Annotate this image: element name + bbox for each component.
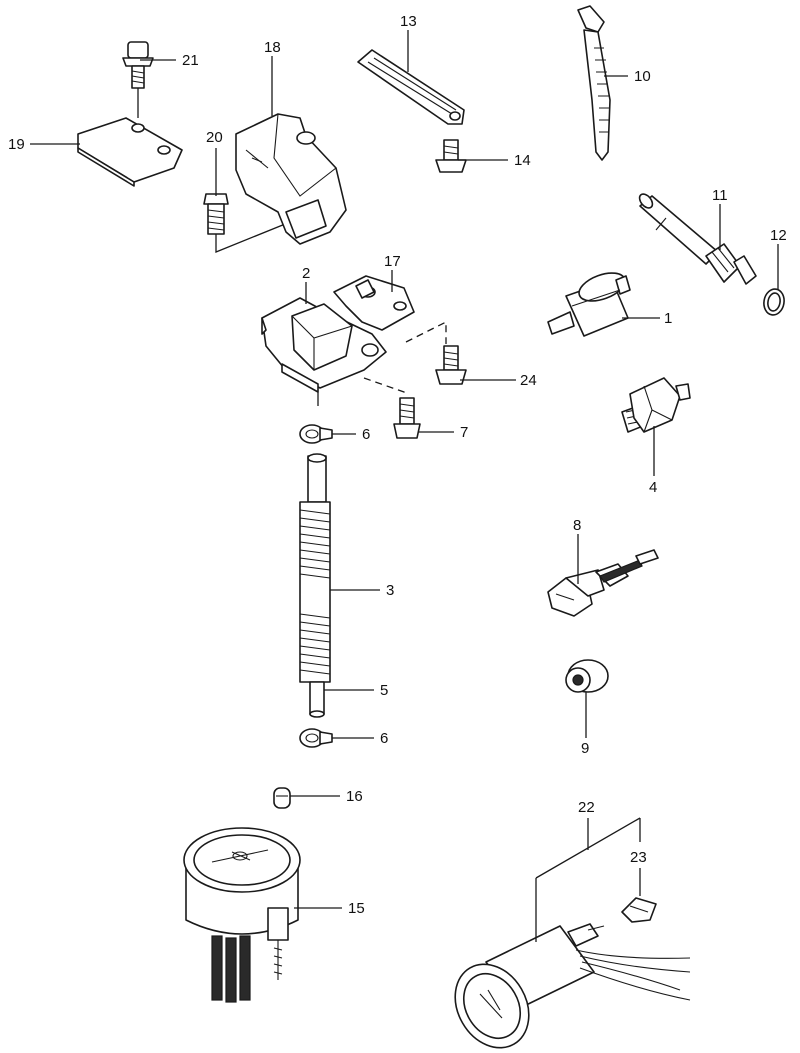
callout-13: 13 xyxy=(400,13,417,30)
hose-11 xyxy=(638,193,757,285)
callout-11: 11 xyxy=(712,187,728,204)
bulb-23 xyxy=(621,897,657,923)
callout-24: 24 xyxy=(520,372,537,389)
callout-2: 2 xyxy=(302,265,310,282)
bolt-7 xyxy=(393,397,421,439)
harness-3 xyxy=(299,453,331,683)
callout-16: 16 xyxy=(346,788,363,805)
sender-4 xyxy=(621,377,691,433)
callout-12: 12 xyxy=(770,227,787,244)
bolt-24 xyxy=(435,345,467,385)
callout-17: 17 xyxy=(384,253,401,270)
tube-5 xyxy=(309,681,325,718)
callout-22: 22 xyxy=(578,799,595,816)
callout-15: 15 xyxy=(348,900,365,917)
callout-6b: 6 xyxy=(380,730,388,747)
bulb-16 xyxy=(273,787,291,809)
clip-6 xyxy=(299,728,333,748)
clip-6 xyxy=(299,424,333,444)
callout-9: 9 xyxy=(581,740,589,757)
bolt-20 xyxy=(203,193,301,253)
callout-7: 7 xyxy=(460,424,468,441)
callout-23: 23 xyxy=(630,849,647,866)
alignment-line xyxy=(363,377,405,406)
socket-8 xyxy=(547,549,659,617)
leader-lines xyxy=(30,30,779,942)
plate-17 xyxy=(333,275,415,331)
bolt-21 xyxy=(122,41,154,118)
clamp-13 xyxy=(357,49,465,125)
callout-3: 3 xyxy=(386,582,394,599)
band-10 xyxy=(577,5,611,161)
o-ring-12 xyxy=(763,288,785,316)
callout-6a: 6 xyxy=(362,426,370,443)
bracket-2 xyxy=(261,297,387,406)
callout-1: 1 xyxy=(664,310,672,327)
sensor-1 xyxy=(547,272,631,337)
gauge-15 xyxy=(183,827,301,1003)
callout-20: 20 xyxy=(206,129,223,146)
callout-5: 5 xyxy=(380,682,388,699)
callout-10: 10 xyxy=(634,68,651,85)
cover-18 xyxy=(235,113,347,245)
plate-19 xyxy=(77,117,183,187)
callout-14: 14 xyxy=(514,152,531,169)
callout-21: 21 xyxy=(182,52,199,69)
callout-8: 8 xyxy=(573,517,581,534)
callout-18: 18 xyxy=(264,39,281,56)
callout-19: 19 xyxy=(8,136,25,153)
meter-22 xyxy=(454,923,691,1049)
bolt-14 xyxy=(435,139,467,173)
callout-4: 4 xyxy=(649,479,657,496)
grommet-9 xyxy=(565,659,609,693)
alignment-line xyxy=(405,320,447,344)
callouts: 21 19 20 18 13 14 10 11 12 1 2 17 24 7 6… xyxy=(8,13,787,917)
